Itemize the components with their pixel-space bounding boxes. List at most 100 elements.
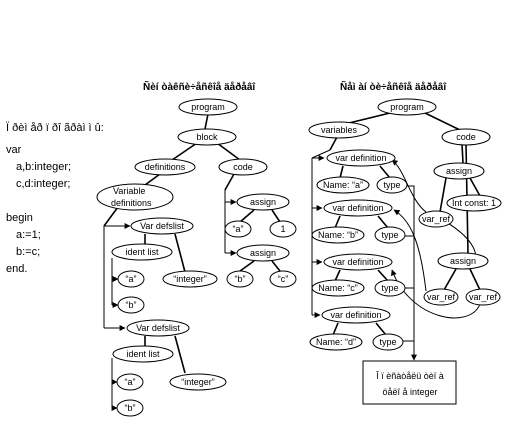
program-header: Ï ðèì åð ï ðî ãðàì ì û: [6,122,104,134]
edge [311,149,331,159]
sem-node-assign-1: assign [433,162,485,180]
edge [469,177,481,197]
edge [103,206,119,227]
edge [424,112,461,131]
edge [393,209,427,292]
sem-node-vardef-1: var definition [326,149,396,167]
edge [171,142,198,161]
node-a-1-label: “a” [126,274,137,284]
code-line-assign-b: b:=c; [16,246,41,258]
edge [239,209,255,223]
sem-node-variables-label: variables [321,125,358,135]
code-line-begin: begin [6,212,33,224]
node-assign-1-rhs-label: 1 [280,224,285,234]
edge [344,112,391,125]
code-line-cd: c,d:integer; [16,178,71,190]
sem-node-code: code [441,128,491,146]
sem-node-var-ref-3: var_ref [465,288,501,306]
node-integer-2-label: “integer” [181,377,215,387]
node-ident-list-1: ident list [111,243,173,261]
node-definitions: definitions [134,158,196,176]
sem-node-assign-2-label: assign [450,256,476,266]
edge [239,260,255,272]
program-listing: Ï ðèì åð ï ðî ãðàì ì û: var a,b:integer;… [6,120,104,278]
sem-node-type-4-label: type [379,337,396,347]
node-a-1: “a” [117,270,145,288]
edge [144,173,161,186]
node-assign-2-label: assign [250,248,276,258]
code-line-var: var [6,144,22,156]
edge [439,177,447,213]
sem-node-vardef-2-label: var definition [332,203,383,213]
sem-node-type-4: type [372,333,404,351]
sem-node-assign-1-label: assign [446,166,472,176]
node-b-2: “b” [116,399,144,417]
syntax-tree: program block definitions code Variable … [96,98,297,417]
node-definitions-label: definitions [145,162,186,172]
sem-node-code-label: code [456,132,476,142]
sem-node-vardef-1-label: var definition [335,153,386,163]
code-line-ab: a,b:integer; [16,161,72,173]
node-b-2-label: “b” [125,403,136,413]
node-assign-1-label: assign [250,197,276,207]
edge [334,215,341,229]
sem-node-type-3-label: type [381,283,398,293]
sem-node-program: program [377,98,437,116]
sem-node-name-b-label: Name: “b” [318,230,358,240]
node-var-defslist-1-label: Var defslist [140,221,184,231]
sem-node-vardef-3-label: var definition [332,257,383,267]
edge [174,335,186,374]
node-block-label: block [196,132,218,142]
node-assign-2-lhs-label: “b” [235,274,246,284]
integer-type-descriptor-line2: öåëî å integer [382,387,437,397]
edge [402,185,415,360]
sem-node-program-label: program [390,102,424,112]
node-ident-list-2-label: ident list [126,349,160,359]
node-assign-1-rhs: 1 [269,220,297,238]
sem-node-name-d: Name: “d” [309,333,363,351]
edge [334,269,341,282]
edge [174,233,186,273]
node-integer-1-label: “integer” [173,274,207,284]
edge [339,165,344,179]
node-a-2-label: “a” [125,377,136,387]
node-block: block [177,128,237,146]
node-variable-definitions: Variable definitions [96,183,174,211]
node-var-defslist-1: Var defslist [130,217,194,235]
edge [204,113,209,130]
node-ident-list-1-label: ident list [125,247,159,257]
integer-type-descriptor: Î ï èñàòåëü òèï à öåëî å integer [362,360,457,405]
node-program: program [178,98,238,116]
sem-node-name-b: Name: “b” [311,226,365,244]
sem-node-int-const-label: Int const: 1 [452,198,496,208]
sem-node-type-1: type [376,176,408,194]
node-a-2: “a” [116,373,144,391]
node-assign-1-lhs-label: “a” [233,224,244,234]
sem-node-type-3: type [374,279,406,297]
sem-node-assign-2: assign [437,252,489,270]
node-program-label: program [191,102,225,112]
semantic-tree-title: Ñåì àí òè÷åñêîå äåðåâî [340,80,447,93]
semantic-tree: program variables code var definition Na… [308,98,502,405]
code-line-end: end. [6,263,28,275]
sem-node-var-ref-2-label: var_ref [427,292,456,302]
sem-node-vardef-4-label: var definition [330,310,381,320]
node-var-defslist-2: Var defslist [126,319,190,337]
node-b-1-label: “b” [126,300,137,310]
edge [391,159,427,213]
sem-node-name-c: Name: “c” [311,279,365,297]
node-assign-2: assign [236,244,290,262]
edge [271,209,281,223]
node-code-label: code [233,162,253,172]
edge [216,142,241,161]
sem-node-variables: variables [308,121,370,139]
sem-node-var-ref-1-label: var_ref [422,214,451,224]
node-integer-1: “integer” [162,270,218,288]
sem-node-type-1-label: type [383,180,400,190]
edge [224,173,235,191]
node-b-1: “b” [117,296,145,314]
sem-node-name-a-label: Name: “a” [323,180,363,190]
sem-node-var-ref-3-label: var_ref [469,292,498,302]
node-variable-definitions-label: Variable [113,186,145,196]
edge [329,136,338,151]
